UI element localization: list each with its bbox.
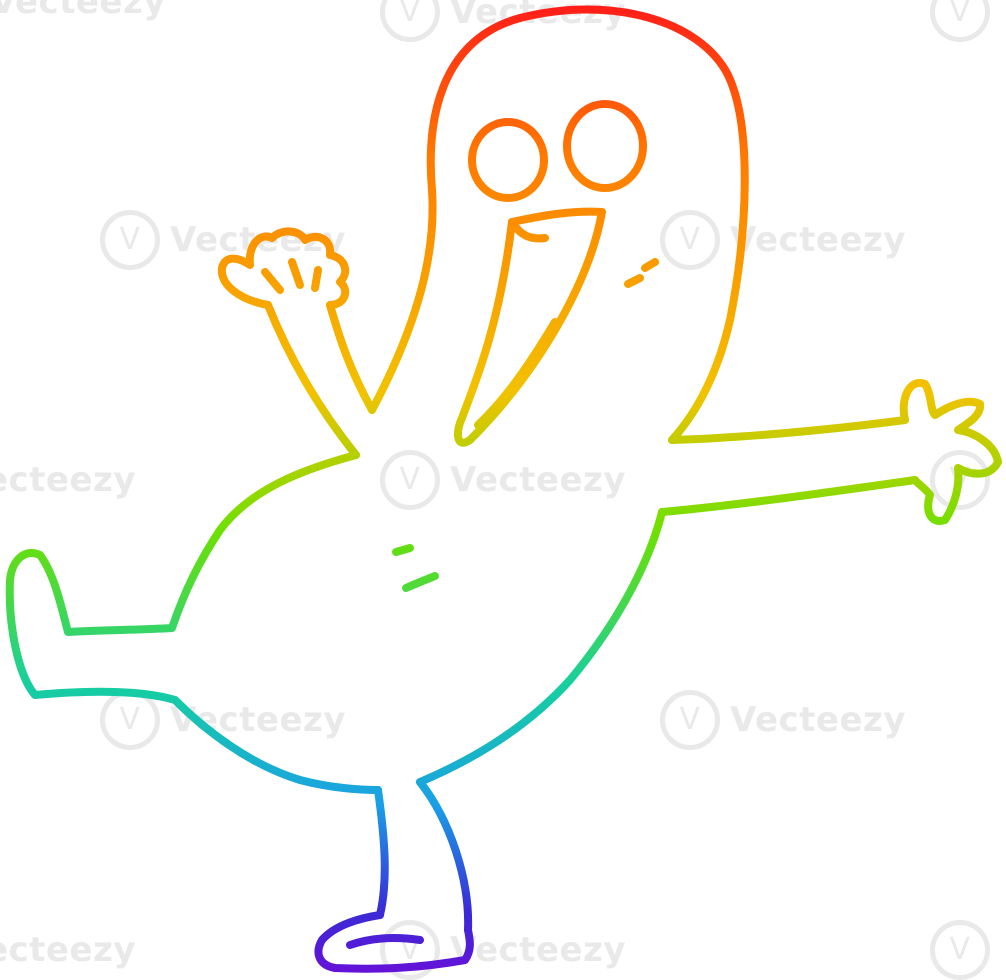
body-outline-lower-right <box>416 508 666 786</box>
neck-outline-left <box>368 186 437 414</box>
tongue-line <box>474 318 559 429</box>
right-eye <box>563 100 647 192</box>
belly-mark <box>392 544 439 592</box>
left-arm <box>264 301 376 459</box>
body-outline-right <box>426 5 749 444</box>
right-foot-detail <box>346 933 424 949</box>
left-eye <box>468 118 548 202</box>
right-arm <box>658 416 919 516</box>
cheek-mark <box>624 258 659 288</box>
mouth-corner <box>508 218 549 243</box>
mouth <box>453 207 606 447</box>
left-leg <box>5 451 382 794</box>
right-leg <box>374 778 473 934</box>
left-hand-fingers <box>261 258 322 294</box>
right-hand <box>899 378 1002 525</box>
right-foot <box>314 911 474 973</box>
left-hand <box>217 227 350 309</box>
